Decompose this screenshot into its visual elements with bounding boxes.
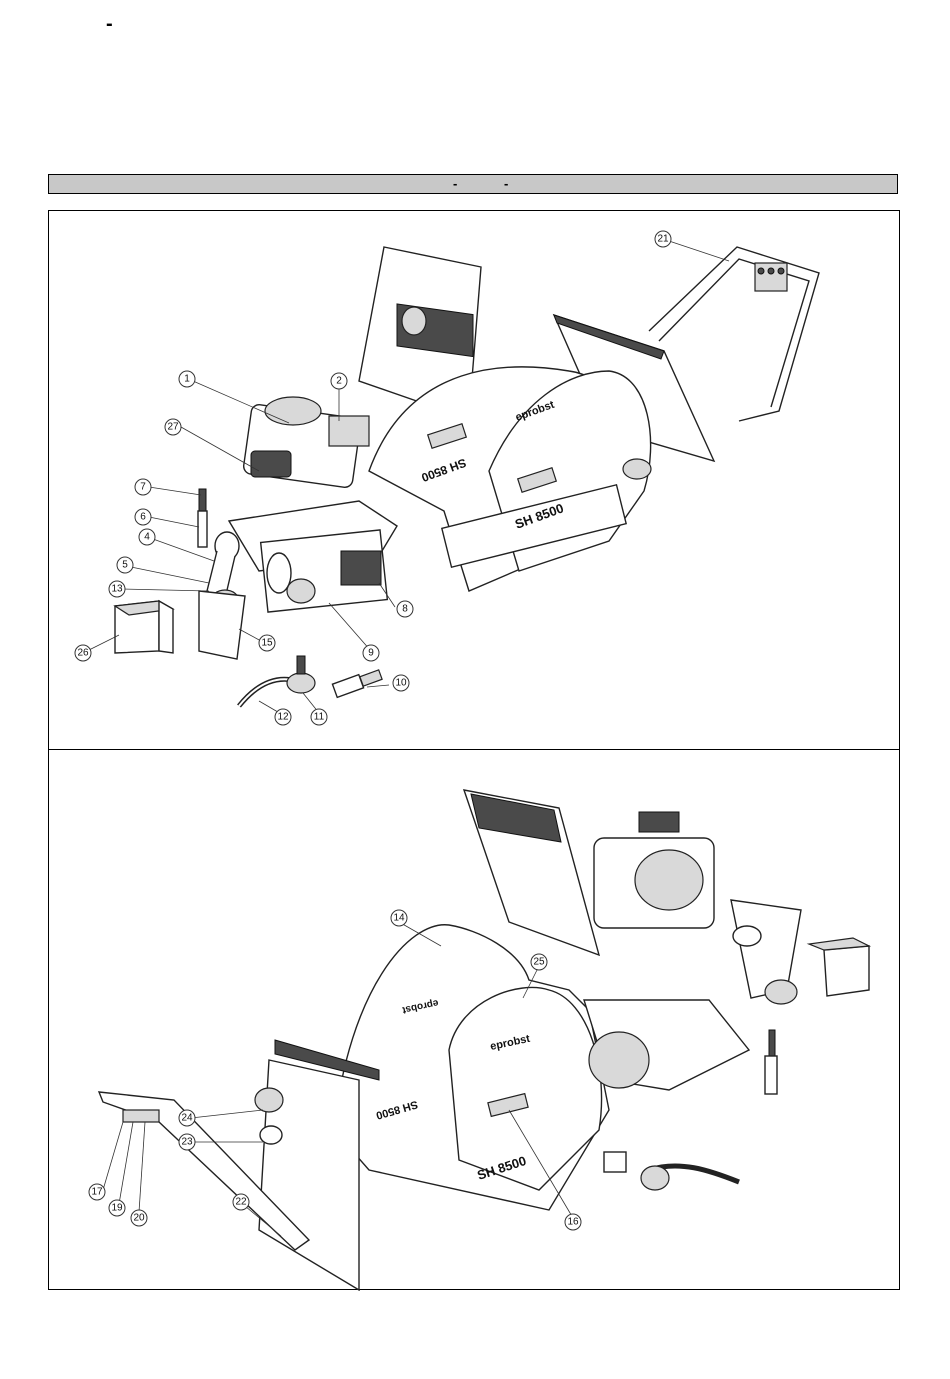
svg-text:10: 10 <box>395 678 407 689</box>
belt-drive-assembly-rear <box>731 900 869 1004</box>
section-header-bar: - - <box>48 174 898 194</box>
callout-11: 11 <box>311 709 327 725</box>
main-chassis-frame: eprobst SH 8500 SH 8500 <box>369 367 651 591</box>
exploded-view-panel-bottom: eprobst eprobst SH 8500 SH 8500 <box>48 749 900 1290</box>
exploded-view-panel-top: eprobst SH 8500 SH 8500 <box>48 210 900 750</box>
callout-4: 4 <box>139 529 155 545</box>
svg-text:17: 17 <box>91 1187 103 1198</box>
header-dash-left: - <box>453 175 457 193</box>
svg-text:9: 9 <box>368 648 374 659</box>
callout-21: 21 <box>655 231 671 247</box>
page-marker: - <box>106 14 113 34</box>
callout-17: 17 <box>89 1184 105 1200</box>
engine-assembly-rear <box>594 812 714 928</box>
upper-cover-panel <box>464 790 599 955</box>
exploded-view-drawing-bottom: eprobst eprobst SH 8500 SH 8500 <box>49 750 901 1291</box>
svg-text:26: 26 <box>77 648 89 659</box>
callout-19: 19 <box>109 1200 125 1216</box>
svg-text:6: 6 <box>140 512 146 523</box>
svg-text:7: 7 <box>140 482 146 493</box>
callout-8: 8 <box>397 601 413 617</box>
callout-14: 14 <box>391 910 407 926</box>
callout-15: 15 <box>259 635 275 651</box>
svg-text:24: 24 <box>181 1113 193 1124</box>
callout-26: 26 <box>75 645 91 661</box>
callout-1: 1 <box>179 371 195 387</box>
svg-text:8: 8 <box>402 604 408 615</box>
svg-text:19: 19 <box>111 1203 123 1214</box>
callout-2: 2 <box>331 373 347 389</box>
svg-text:5: 5 <box>122 560 128 571</box>
gearbox-base-plate <box>229 501 397 612</box>
svg-text:22: 22 <box>235 1197 247 1208</box>
callout-12: 12 <box>275 709 291 725</box>
svg-text:4: 4 <box>144 532 150 543</box>
svg-text:20: 20 <box>133 1213 145 1224</box>
callout-5: 5 <box>117 557 133 573</box>
svg-text:16: 16 <box>567 1217 579 1228</box>
svg-text:27: 27 <box>167 422 179 433</box>
callout-22: 22 <box>233 1194 249 1210</box>
callout-9: 9 <box>363 645 379 661</box>
svg-text:23: 23 <box>181 1137 193 1148</box>
gas-spring <box>198 489 207 547</box>
water-valve-and-hose <box>239 656 382 706</box>
svg-text:1: 1 <box>184 374 190 385</box>
callout-27: 27 <box>165 419 181 435</box>
callout-16: 16 <box>565 1214 581 1230</box>
callout-10: 10 <box>393 675 409 691</box>
svg-text:2: 2 <box>336 376 342 387</box>
svg-text:14: 14 <box>393 913 405 924</box>
header-dash-right: - <box>504 175 508 193</box>
callout-23: 23 <box>179 1134 195 1150</box>
callout-13: 13 <box>109 581 125 597</box>
svg-text:25: 25 <box>533 957 545 968</box>
belt-drive-assembly <box>199 532 245 659</box>
svg-text:12: 12 <box>277 712 289 723</box>
svg-text:15: 15 <box>261 638 273 649</box>
svg-text:11: 11 <box>314 712 325 723</box>
callout-25: 25 <box>531 954 547 970</box>
battery-box <box>115 601 173 653</box>
callout-24: 24 <box>179 1110 195 1126</box>
svg-text:13: 13 <box>111 584 123 595</box>
callout-20: 20 <box>131 1210 147 1226</box>
callout-6: 6 <box>135 509 151 525</box>
callout-7: 7 <box>135 479 151 495</box>
svg-text:21: 21 <box>657 234 669 245</box>
exploded-view-drawing-top: eprobst SH 8500 SH 8500 <box>49 211 901 751</box>
